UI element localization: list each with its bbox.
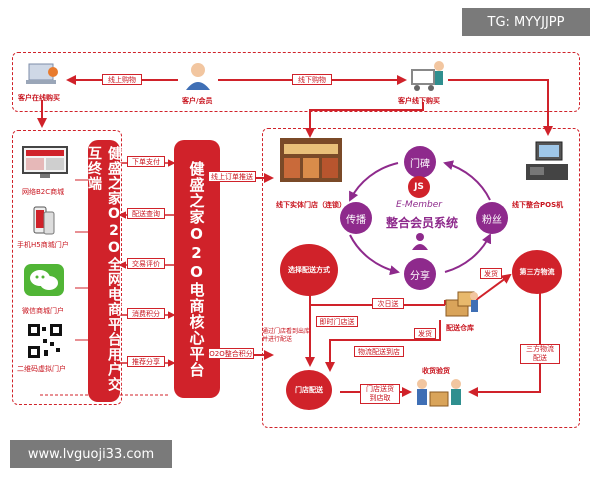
ring-reputation-node: 门碑	[404, 146, 436, 178]
store-note: 通过门店看到出库 并进行配送	[262, 328, 311, 343]
top-frame	[12, 52, 580, 112]
tag-trade-review: 交易评价	[127, 258, 165, 269]
offline-purchase-tag: 线下购物	[292, 74, 332, 85]
ring-spread-node: 传播	[340, 202, 372, 234]
customer-member-label: 客户/会员	[182, 97, 213, 105]
receive-check-label: 收货验货	[422, 367, 450, 375]
channel-wechat-label: 微信商城门户	[22, 307, 64, 315]
store-photo-icon	[280, 138, 342, 182]
third-party-node: 第三方物流	[512, 250, 562, 294]
tag-logistics-to-store: 物流配送到店	[354, 346, 404, 357]
js-logo-icon: JS	[408, 176, 430, 198]
channel-b2c-label: 网络B2C商城	[22, 188, 65, 196]
mobile-phone-icon	[32, 206, 56, 236]
ring-share-node: 分享	[404, 258, 436, 290]
tag-third-party-delivery: 三方物流 配送	[520, 344, 560, 364]
top-watermark: TG: MYYJJPP	[462, 8, 590, 36]
tag-recommend-share: 推荐分享	[127, 356, 165, 367]
member-brand: E-Member	[396, 200, 442, 210]
tag-o2o-points: O2O整合积分	[208, 348, 254, 359]
store-delivery-node: 门店配送	[286, 370, 332, 410]
pos-machine-icon	[522, 140, 572, 184]
offline-buyer-icon	[408, 60, 446, 92]
choose-method-node: 选择配送方式	[280, 244, 338, 296]
pos-label: 线下整合POS机	[512, 201, 564, 209]
channel-qr-label: 二维码虚拟门户	[17, 365, 66, 373]
tag-ship-2: 发货	[414, 328, 436, 339]
pc-screen-icon	[22, 146, 68, 180]
warehouse-icon	[444, 288, 482, 320]
ring-fans-node: 粉丝	[476, 202, 508, 234]
tag-online-order-push: 线上订单推送	[208, 171, 256, 182]
tag-delivery-query: 配送查询	[127, 208, 165, 219]
store-label: 线下实体门店（连锁）	[276, 201, 346, 209]
member-person-icon	[411, 232, 429, 250]
receive-check-icon	[412, 378, 468, 410]
bottom-watermark: www.lvguoji33.com	[10, 440, 172, 468]
online-buyer-label: 客户在线购买	[18, 94, 60, 102]
right-ecosystem-frame	[262, 128, 580, 428]
warehouse-label: 配送仓库	[446, 324, 474, 332]
core-platform-pill: 健盛之家O2O电商核心平台	[174, 140, 220, 398]
tag-next-day: 次日送	[372, 298, 404, 309]
member-system-title: 整合会员系统	[386, 216, 459, 230]
tag-ship-1: 发货	[480, 268, 502, 279]
tag-store-ship-home: 门店送货 到店取	[360, 384, 400, 404]
offline-buyer-label: 客户线下购买	[398, 97, 440, 105]
user-terminal-pill: 健盛之家O2O全网电商平台用户交互终端	[86, 140, 122, 402]
left-channels-frame	[12, 130, 122, 405]
tag-order-pay: 下单支付	[127, 156, 165, 167]
wechat-icon	[24, 264, 64, 296]
online-purchase-tag: 线上购物	[102, 74, 142, 85]
online-buyer-icon	[26, 62, 60, 88]
tag-consume-points: 消费积分	[127, 308, 165, 319]
member-system-center: JS E-Member 整合会员系统	[378, 176, 464, 256]
customer-member-icon	[183, 60, 213, 90]
channel-h5-label: 手机H5商城门户	[17, 241, 69, 249]
tag-instant-store: 即时门店送	[316, 316, 358, 327]
qr-code-icon	[26, 322, 64, 360]
